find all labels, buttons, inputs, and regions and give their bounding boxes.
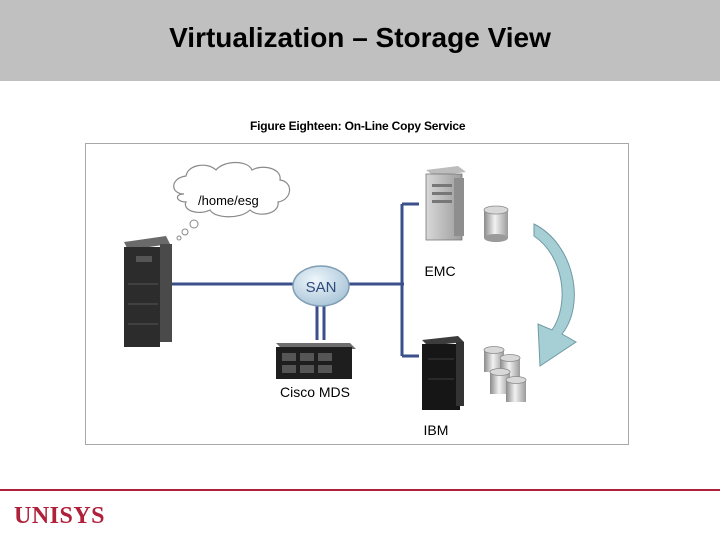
host-server-icon	[124, 236, 172, 347]
figure-caption: Figure Eighteen: On-Line Copy Service	[250, 119, 466, 133]
disk-group-icon	[483, 346, 527, 402]
san-label: SAN	[306, 279, 337, 296]
footer-divider	[0, 489, 720, 491]
ibm-storage-icon	[422, 336, 464, 410]
storage-top-label: EMC	[424, 263, 455, 279]
disk-icon	[483, 205, 509, 242]
storage-bottom-label: IBM	[424, 422, 449, 438]
cisco-switch-icon	[276, 343, 356, 379]
slide-title: Virtualization – Storage View	[169, 22, 551, 53]
storage-diagram: /home/esg SAN Cisco MDS	[85, 143, 629, 445]
copy-arrow-icon	[533, 223, 577, 367]
san-cloud-icon: SAN	[292, 265, 350, 307]
unisys-logo: UNISYS	[14, 503, 106, 529]
host-path-text: /home/esg	[198, 193, 259, 208]
host-path-cloud: /home/esg	[173, 161, 291, 241]
emc-storage-icon	[425, 166, 466, 241]
switch-label: Cisco MDS	[280, 384, 350, 400]
diagram-canvas: /home/esg SAN Cisco MDS	[124, 161, 577, 438]
title-bar: Virtualization – Storage View	[0, 0, 720, 81]
